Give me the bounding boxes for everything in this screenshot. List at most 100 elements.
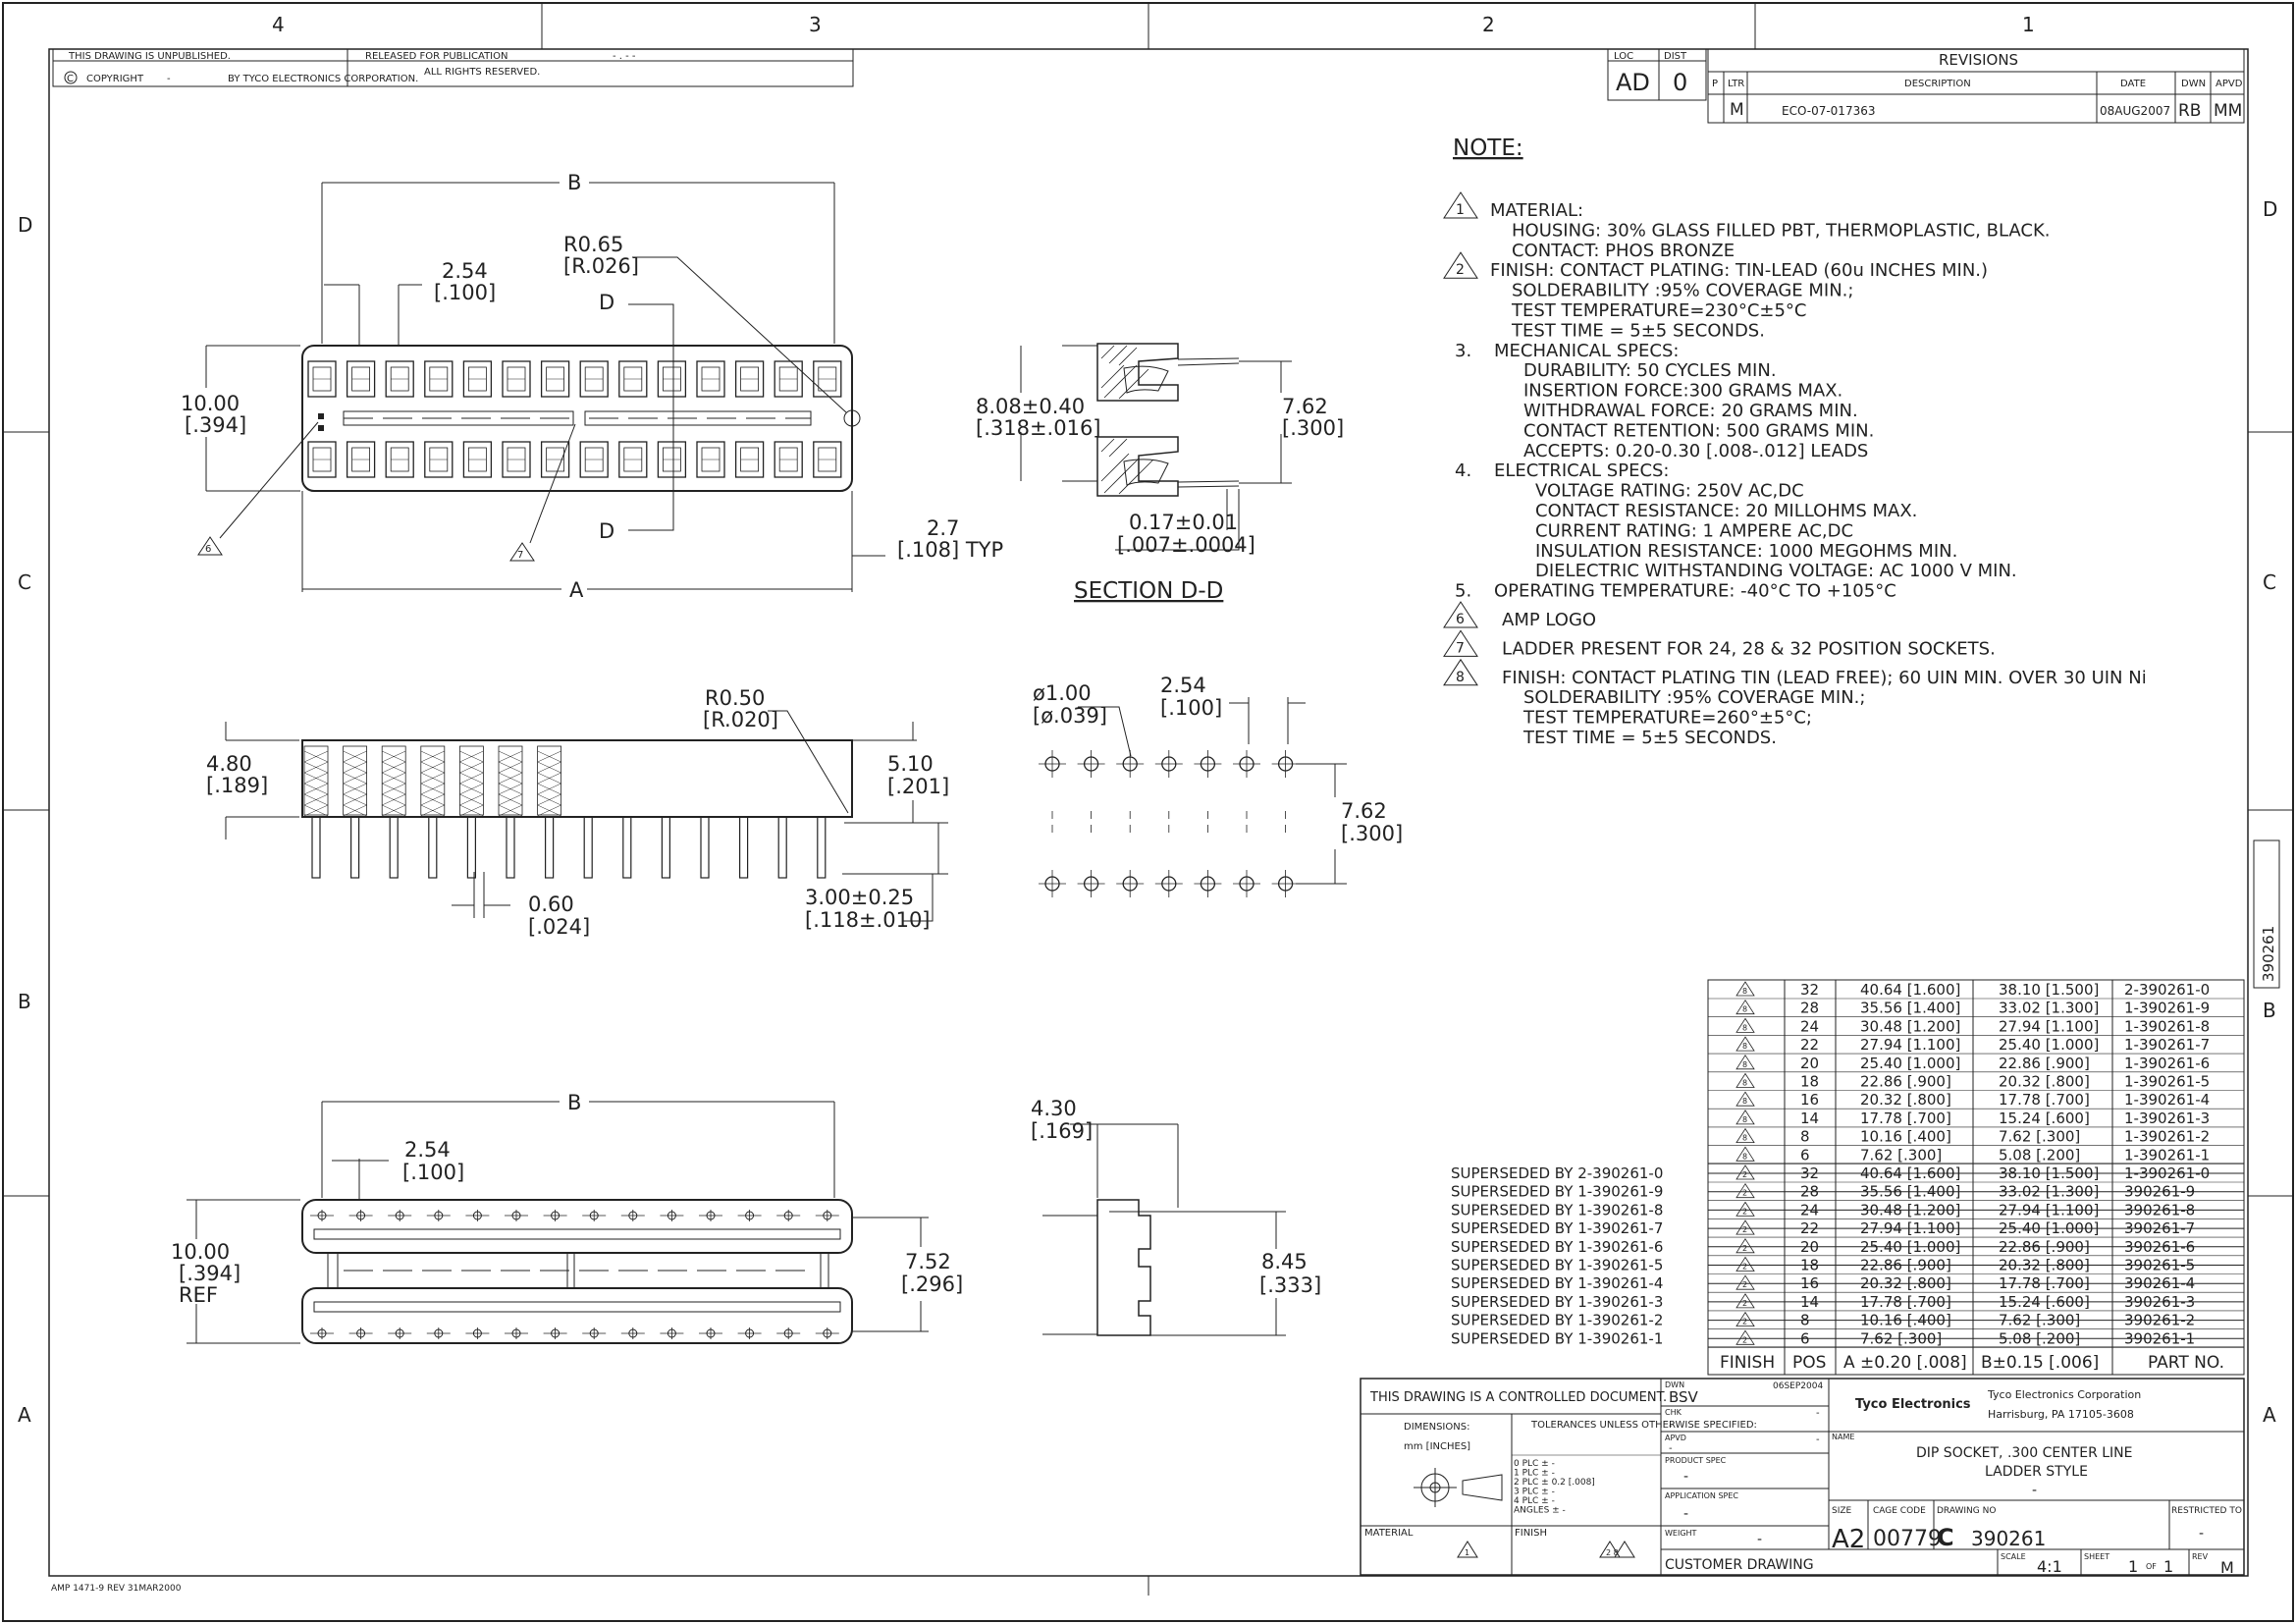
- finish-flag-num: 8: [1742, 1079, 1747, 1088]
- note-flag-6: [197, 536, 223, 556]
- note-line: CONTACT: PHOS BRONZE: [1512, 241, 1735, 261]
- pcb-footprint: ø1.00 [ø.039] 2.54 [.100] 7.62 [.300]: [1033, 674, 1403, 897]
- part-number-table: FINISH POS A ±0.20 [.008] B±0.15 [.006] …: [1451, 979, 2245, 1376]
- loc-label: LOC: [1614, 51, 1633, 62]
- finish-flag: [1735, 1329, 1755, 1345]
- finish-flag-num: 2: [1742, 1189, 1747, 1198]
- note-flag-6: [1443, 601, 1478, 628]
- rev-dwn: RB: [2178, 101, 2201, 121]
- finish-flag: [1735, 1146, 1755, 1162]
- finish-flag-num: 8: [1742, 1115, 1747, 1124]
- finish-flag-num: 2: [1742, 1263, 1747, 1272]
- finish-flag-num: 8: [1742, 1097, 1747, 1106]
- part-dim-b: 7.62 [.300]: [1999, 1128, 2080, 1146]
- finish-flag-num: 2: [1742, 1299, 1747, 1308]
- finish-flag-num: 2: [1742, 1207, 1747, 1216]
- part-pos: 16: [1800, 1091, 1819, 1109]
- part-dim-b: 20.32 [.800]: [1999, 1073, 2090, 1091]
- note-line: WITHDRAWAL FORCE: 20 GRAMS MIN.: [1523, 401, 1858, 421]
- note-line: OPERATING TEMPERATURE: -40°C TO +105°C: [1494, 581, 1896, 602]
- section-d-d: 8.08±0.40 [.318±.016] 7.62 [.300] 0.17±0…: [976, 343, 1344, 604]
- section-title: SECTION D-D: [1074, 578, 1223, 604]
- dim-side-height: 4.80: [206, 752, 252, 776]
- drawing-no-value: 390261: [1971, 1527, 2046, 1550]
- note-flag-7: [1443, 629, 1478, 657]
- zone-row-a: A: [18, 1403, 31, 1427]
- note-line: SOLDERABILITY :95% COVERAGE MIN.;: [1523, 687, 1865, 708]
- finish-flag-num: 2: [1742, 1225, 1747, 1234]
- material-note-flag: [1457, 1541, 1478, 1558]
- finish-flag-num: 8: [1742, 1005, 1747, 1014]
- dim-b-top: B: [567, 171, 581, 194]
- finish-flag-num: 2: [1742, 1170, 1747, 1179]
- part-number: 1-390261-4: [2124, 1091, 2210, 1109]
- rev-ltr: M: [1730, 100, 1744, 120]
- part-dim-b: 15.24 [.600]: [1999, 1110, 2090, 1127]
- finish-flag-num: 2: [1742, 1335, 1747, 1344]
- dim-contact-thickness-in: [.007±.0004]: [1117, 533, 1255, 557]
- rev-date: 08AUG2007: [2100, 104, 2170, 118]
- note-flag-1: [1443, 191, 1478, 219]
- finish-flag: [1735, 1182, 1755, 1199]
- notch: [843, 409, 861, 427]
- dim-side-510: 5.10: [887, 752, 934, 776]
- note-number: 3.: [1455, 341, 1471, 361]
- part-number: 1-390261-8: [2124, 1017, 2210, 1035]
- note-line: VOLTAGE RATING: 250V AC,DC: [1535, 481, 1804, 502]
- finish-flag-num: 8: [1742, 1042, 1747, 1051]
- zone-col-2: 2: [1482, 13, 1495, 36]
- finish-flag: [1735, 1293, 1755, 1309]
- sheet-total: 1: [2163, 1557, 2173, 1576]
- dim-pin-length-in: [.118±.010]: [805, 908, 931, 932]
- side-view: 4.80 [.189] R0.50 [R.020] 5.10 [.201] 3.…: [206, 686, 949, 939]
- dwn-label: DWN: [1665, 1380, 1684, 1389]
- note-flag-7: [509, 542, 535, 562]
- tolerances-label: TOLERANCES UNLESS OTHERWISE SPECIFIED:: [1530, 1420, 1757, 1431]
- bottom-view: B 2.54 [.100] 10.00 [.394] REF 7.52 [.29…: [171, 1091, 963, 1344]
- dim-845-in: [.333]: [1259, 1273, 1321, 1297]
- note-line: INSULATION RESISTANCE: 1000 MEGOHMS MIN.: [1535, 541, 1957, 562]
- size-value: A2: [1832, 1525, 1865, 1554]
- units: mm [INCHES]: [1404, 1441, 1470, 1452]
- dim-section-height: 7.62: [1282, 395, 1328, 418]
- material-note-num: 1: [1465, 1548, 1469, 1557]
- part-pos: 32: [1800, 981, 1819, 999]
- rights-note: ALL RIGHTS RESERVED.: [424, 67, 540, 78]
- note-line: MECHANICAL SPECS:: [1494, 341, 1679, 361]
- zone-col-1: 1: [2022, 13, 2035, 36]
- superseded-note: SUPERSEDED BY 1-390261-7: [1451, 1219, 1663, 1237]
- tolerance-line: 1 PLC ± -: [1514, 1469, 1555, 1479]
- zone-labels: 4 3 2 1 D C B A D C B A: [18, 13, 2277, 1427]
- rev-header-date: DATE: [2120, 79, 2146, 89]
- apvd-value: -: [1669, 1443, 1673, 1454]
- note-line: TEST TIME = 5±5 SECONDS.: [1522, 728, 1777, 748]
- end-view: 4.30 [.169] 8.45 [.333]: [1031, 1097, 1321, 1336]
- notes-title: NOTE:: [1453, 135, 1523, 161]
- note-line: TEST TEMPERATURE=230°C±5°C: [1511, 300, 1807, 321]
- part-pos: 14: [1800, 1110, 1819, 1127]
- part-dim-a: 40.64 [1.600]: [1860, 981, 1960, 999]
- note-line: CURRENT RATING: 1 AMPERE AC,DC: [1535, 520, 1853, 541]
- note-number: 4.: [1455, 460, 1471, 481]
- finish-flag: [1735, 1036, 1755, 1052]
- revisions-table: REVISIONS P LTR DESCRIPTION DATE DWN APV…: [1707, 48, 2245, 124]
- finish-note-flag-a: [1599, 1541, 1621, 1558]
- part-dim-a: 17.78 [.700]: [1860, 1110, 1951, 1127]
- tolerance-line: 3 PLC ± -: [1514, 1488, 1555, 1497]
- tolerance-line: ANGLES ± -: [1514, 1506, 1566, 1516]
- section-marker-bottom: D: [599, 519, 614, 543]
- section-marker-top: D: [599, 291, 614, 314]
- tyco-logo: Tyco Electronics: [1855, 1397, 1971, 1412]
- superseded-note: SUPERSEDED BY 1-390261-1: [1451, 1329, 1663, 1347]
- finish-flag-num: 2: [1742, 1318, 1747, 1326]
- dim-footprint-pitch-in: [.100]: [1160, 696, 1222, 720]
- apvd-label: APVD: [1665, 1434, 1686, 1442]
- note-flag-num-8: 8: [1456, 670, 1465, 685]
- superseded-note: SUPERSEDED BY 1-390261-5: [1451, 1257, 1663, 1274]
- bottom-pin-array: [310, 1210, 839, 1339]
- copyright-symbol: [64, 71, 78, 84]
- part-number: 1-390261-1: [2124, 1146, 2210, 1164]
- finish-flag: [1735, 981, 1755, 997]
- footprint-hole-array: [1039, 750, 1300, 897]
